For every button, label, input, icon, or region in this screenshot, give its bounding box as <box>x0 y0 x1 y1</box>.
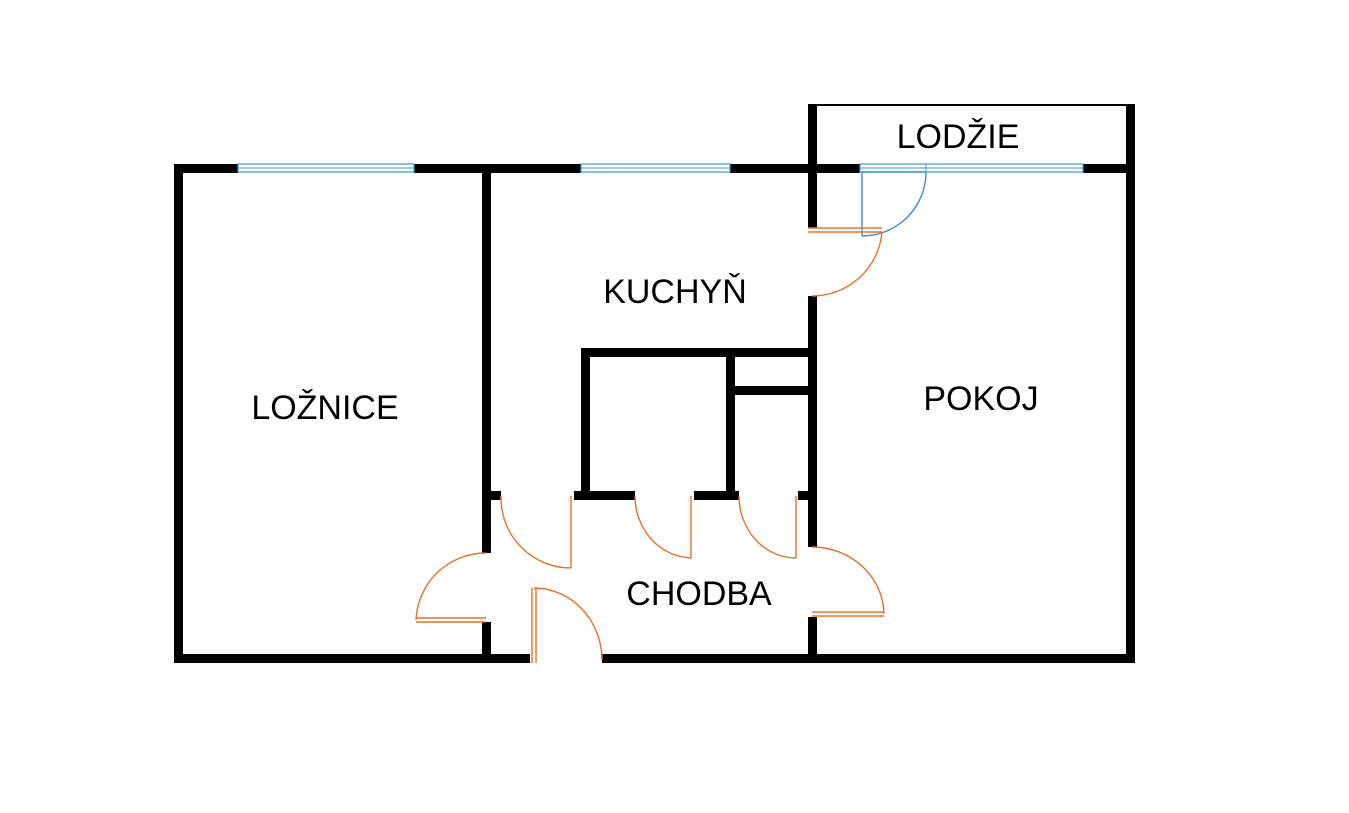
room-label-loznice: LOŽNICE <box>251 389 398 427</box>
door-lodzie <box>861 171 927 237</box>
outer-walls <box>174 104 1135 663</box>
chodba-pokoj-wall <box>808 617 817 663</box>
room-labels: LODŽIE KUCHYŇ LOŽNICE POKOJ CHODBA <box>251 118 1038 613</box>
kuchyn-pokoj-wall <box>808 296 817 501</box>
lodzie-left-wall <box>808 104 817 228</box>
windows <box>237 163 1084 173</box>
bottom-wall <box>174 654 530 663</box>
door-pokoj <box>811 546 885 617</box>
bathroom-divider-wall <box>726 348 735 500</box>
loznice-kuchyn-wall <box>482 164 491 553</box>
bathroom-bottom-wall <box>694 491 739 500</box>
wall-stub <box>798 491 812 500</box>
lodzie-walls <box>808 104 1135 228</box>
window-pokoj <box>859 163 1084 173</box>
bathroom-bottom-wall <box>574 491 635 500</box>
doors <box>415 171 927 663</box>
wall-stub <box>491 491 501 500</box>
room-label-lodzie: LODŽIE <box>897 118 1020 156</box>
room-label-kuchyn: KUCHYŇ <box>603 273 747 311</box>
door-chodba-kuchyn <box>500 495 572 569</box>
wc-shelf-wall <box>726 386 817 395</box>
top-wall-segment <box>174 164 238 173</box>
room-label-pokoj: POKOJ <box>923 380 1038 418</box>
bottom-wall <box>602 654 1135 663</box>
door-entrance <box>531 587 603 663</box>
room-label-chodba: CHODBA <box>626 575 772 613</box>
loznice-chodba-wall <box>482 622 491 663</box>
top-wall-segment <box>730 164 860 173</box>
bathroom-left-wall <box>581 348 590 500</box>
window-kuchyn <box>580 163 731 173</box>
door-kuchyn-pokoj <box>808 227 883 297</box>
left-wall <box>174 164 183 663</box>
window-loznice <box>237 163 415 173</box>
bathroom-top-wall <box>581 348 817 357</box>
top-wall-segment <box>414 164 581 173</box>
door-bathroom <box>634 495 692 559</box>
lodzie-top-edge <box>808 104 1135 106</box>
door-loznice <box>415 552 487 623</box>
interior-walls <box>482 164 817 663</box>
chodba-pokoj-wall <box>808 491 817 547</box>
top-wall-segment <box>1083 164 1135 173</box>
right-wall <box>1126 104 1135 663</box>
door-wc <box>738 495 797 559</box>
